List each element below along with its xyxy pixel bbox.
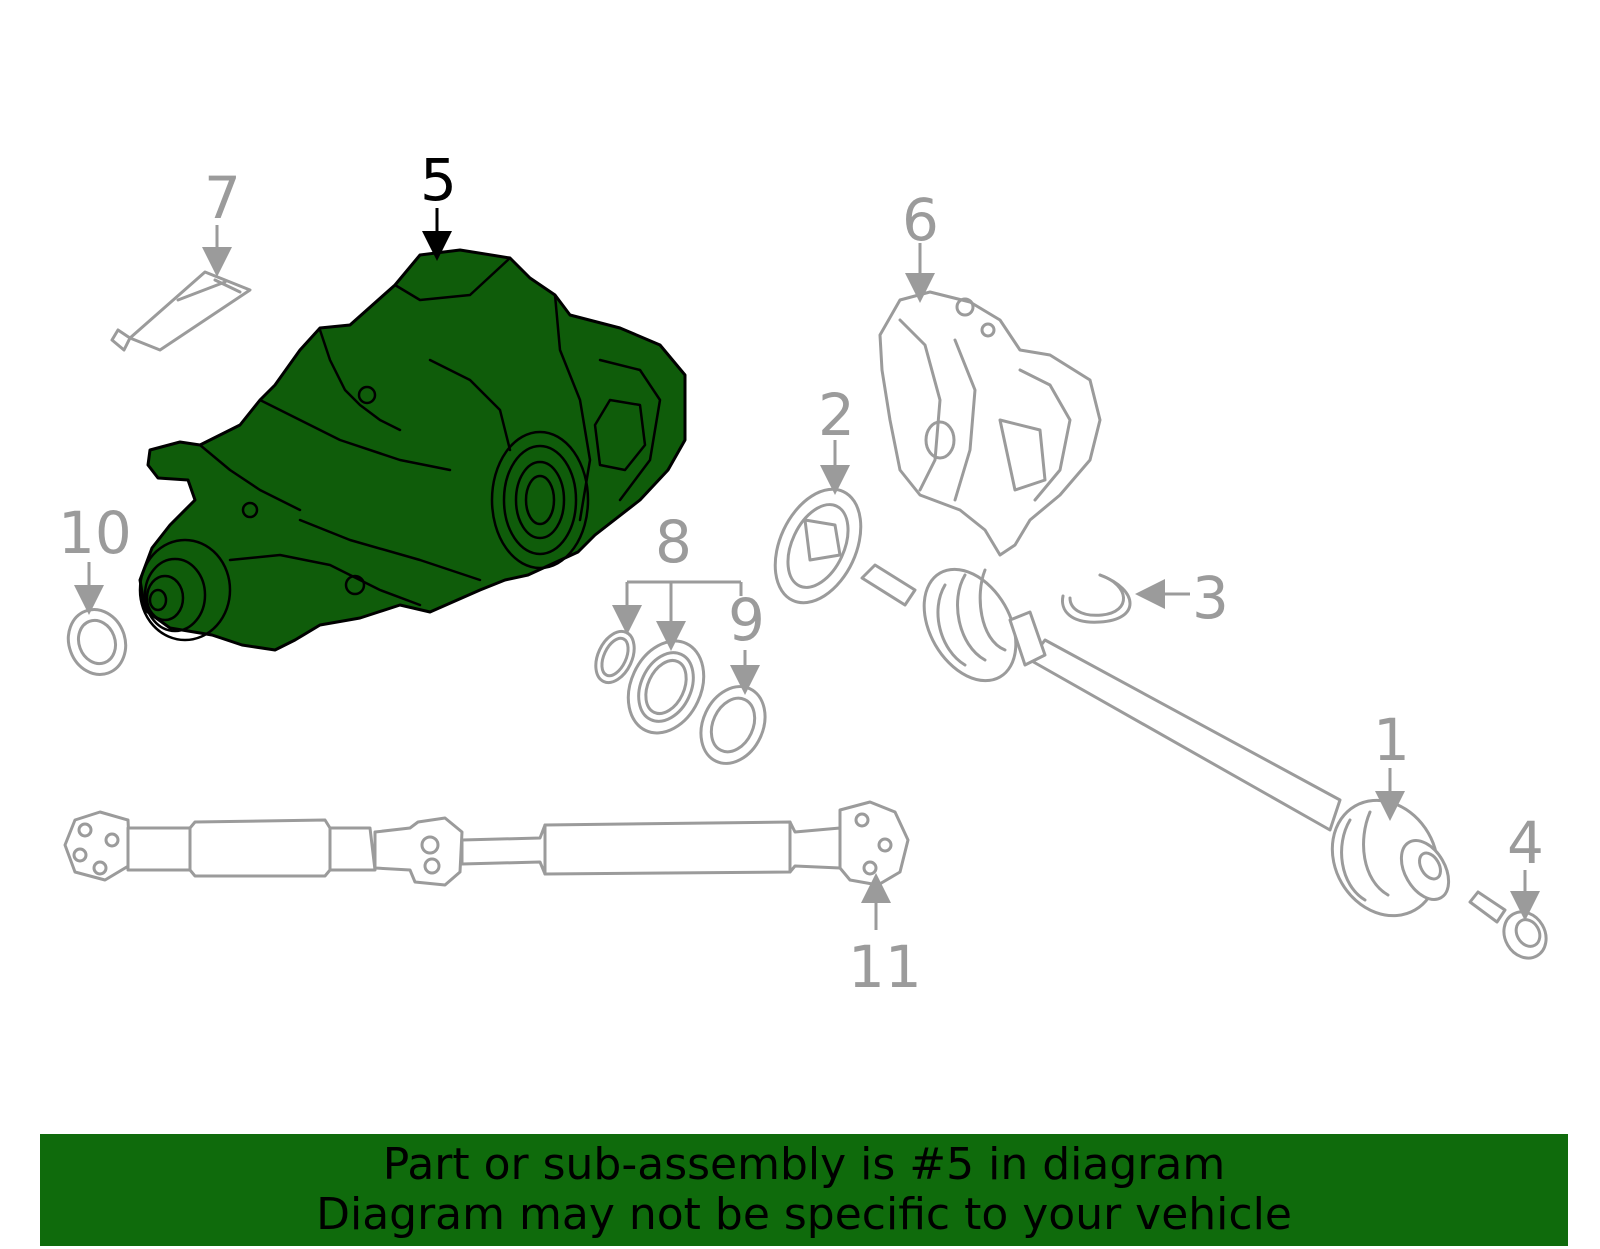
callout-6[interactable]: 6 — [902, 186, 939, 254]
part-10-seal[interactable] — [59, 601, 134, 682]
callout-11[interactable]: 11 — [848, 933, 922, 1001]
callout-10[interactable]: 10 — [58, 499, 132, 567]
part-9-bearing-ring[interactable] — [689, 676, 777, 774]
part-8-seal-set[interactable] — [588, 625, 718, 745]
banner-line-2: Diagram may not be specific to your vehi… — [316, 1189, 1292, 1240]
banner-line-1: Part or sub-assembly is #5 in diagram — [382, 1139, 1226, 1190]
callout-7[interactable]: 7 — [204, 164, 241, 232]
callout-4[interactable]: 4 — [1507, 809, 1544, 877]
part-6-differential-cover[interactable] — [878, 290, 1102, 557]
part-11-drive-shaft[interactable] — [63, 800, 910, 887]
callout-3[interactable]: 3 — [1192, 564, 1229, 632]
part-7-sealant-tube[interactable] — [110, 270, 252, 352]
info-banner: Part or sub-assembly is #5 in diagram Di… — [40, 1134, 1568, 1246]
part-1-axle-shaft[interactable] — [860, 553, 1458, 935]
part-3-snap-ring[interactable] — [1061, 573, 1132, 624]
part-5-differential-assembly[interactable] — [138, 248, 687, 652]
callout-8[interactable]: 8 — [655, 508, 692, 576]
callout-2[interactable]: 2 — [818, 381, 855, 449]
callout-5[interactable]: 5 — [420, 146, 457, 214]
callout-9[interactable]: 9 — [728, 586, 765, 654]
part-4-bolt[interactable] — [1468, 890, 1554, 966]
callout-1[interactable]: 1 — [1373, 706, 1410, 774]
part-2-shim[interactable] — [758, 476, 878, 617]
leader-lines — [74, 208, 1540, 930]
